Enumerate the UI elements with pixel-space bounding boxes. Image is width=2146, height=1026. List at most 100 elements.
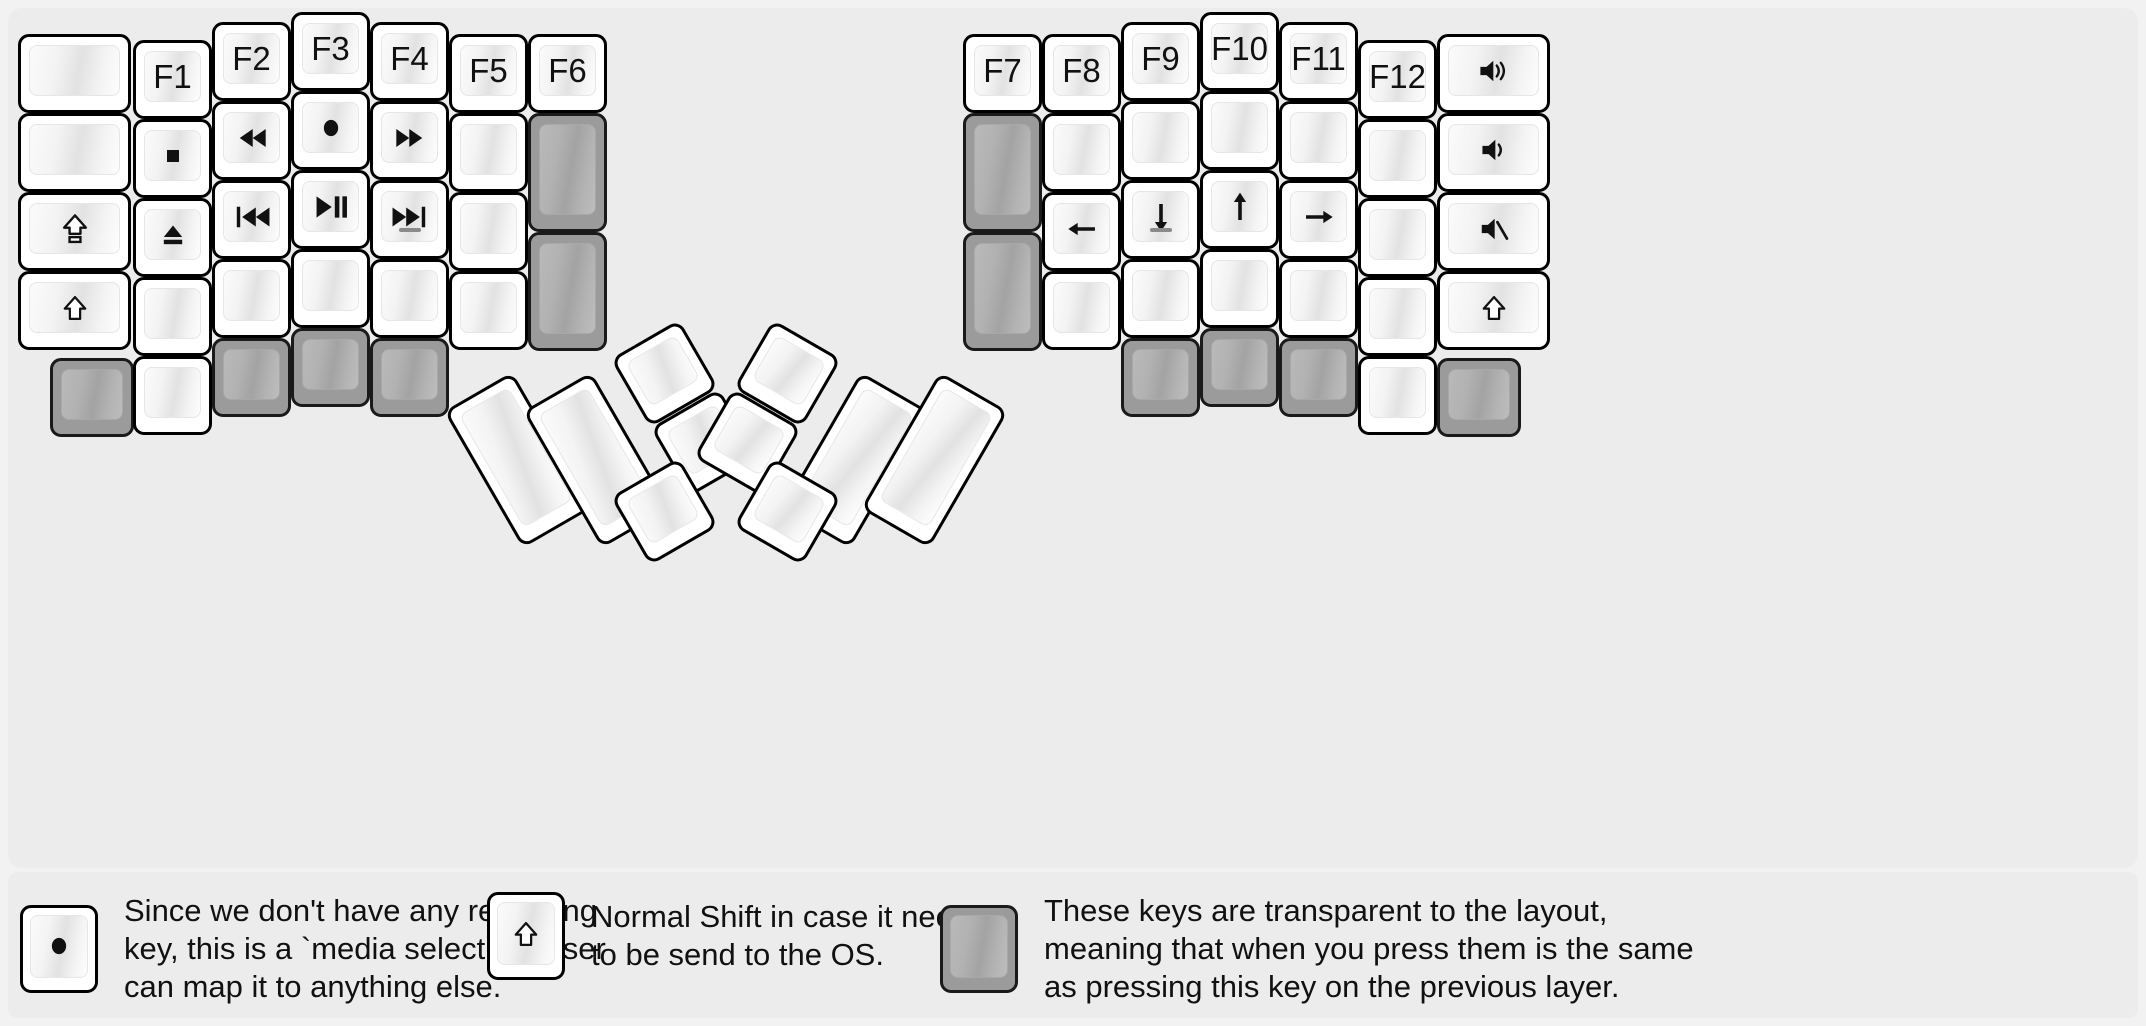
key-r-c5-r2[interactable] — [1279, 101, 1358, 180]
key-l-c7-r1[interactable]: F6 — [528, 34, 607, 113]
key-l-c7-r3[interactable] — [528, 232, 607, 351]
key-r-c4-r5[interactable] — [1200, 328, 1279, 407]
key-r-c4-r2[interactable] — [1200, 91, 1279, 170]
key-r-c7-r5[interactable] — [1437, 358, 1521, 437]
rewind-icon — [234, 120, 270, 156]
key-r-c7-r1[interactable] — [1437, 34, 1550, 113]
key-r-c4-r4[interactable] — [1200, 249, 1279, 328]
keycap-surface — [1132, 270, 1189, 321]
key-l-c4-r5[interactable] — [291, 328, 370, 407]
key-l-c1-r4[interactable] — [18, 271, 131, 350]
keycap-surface — [381, 191, 438, 242]
key-l-c7-r2[interactable] — [528, 113, 607, 232]
keycap-surface — [1211, 102, 1268, 153]
volume-down-icon — [1477, 133, 1511, 167]
key-l-c4-r4[interactable] — [291, 249, 370, 328]
keycap-surface — [1132, 349, 1189, 400]
key-r-c3-r5[interactable] — [1121, 338, 1200, 417]
keycap-surface — [1448, 369, 1510, 420]
key-r-c2-r1[interactable]: F8 — [1042, 34, 1121, 113]
key-r-c3-r3[interactable] — [1121, 180, 1200, 259]
keycap-surface — [144, 209, 201, 260]
fast-forward-icon — [392, 120, 428, 156]
key-l-c4-r1[interactable]: F3 — [291, 12, 370, 91]
key-l-c6-r1[interactable]: F5 — [449, 34, 528, 113]
keycap-surface — [1290, 191, 1347, 242]
key-l-c5-r3[interactable] — [370, 180, 449, 259]
key-r-c3-r4[interactable] — [1121, 259, 1200, 338]
key-l-c6-r2[interactable] — [449, 113, 528, 192]
key-l-c1-r5[interactable] — [50, 358, 134, 437]
legend-shift: Normal Shift in case it needs to be send… — [487, 892, 986, 980]
keycap-surface — [497, 902, 555, 965]
key-label: F5 — [469, 52, 508, 89]
keycap-surface — [1448, 45, 1539, 96]
legend-panel — [8, 872, 2138, 1018]
key-r-c7-r3[interactable] — [1437, 192, 1550, 271]
keycap-surface — [223, 349, 280, 400]
key-label: F1 — [153, 58, 192, 95]
key-r-c6-r4[interactable] — [1358, 277, 1437, 356]
key-label: F9 — [1141, 40, 1180, 77]
keycap-surface — [460, 124, 517, 175]
key-l-c3-r4[interactable] — [212, 259, 291, 338]
key-l-c1-r3[interactable] — [18, 192, 131, 271]
keycap-surface: F9 — [1132, 33, 1189, 84]
key-r-c6-r1[interactable]: F12 — [1358, 40, 1437, 119]
key-r-c2-r2[interactable] — [1042, 113, 1121, 192]
key-r-c2-r4[interactable] — [1042, 271, 1121, 350]
key-r-c1-r2[interactable] — [963, 113, 1042, 232]
keycap-surface — [974, 243, 1031, 334]
key-r-c5-r4[interactable] — [1279, 259, 1358, 338]
keycap-surface: F7 — [974, 45, 1031, 96]
keycap-surface — [460, 203, 517, 254]
key-r-c5-r5[interactable] — [1279, 338, 1358, 417]
key-l-c5-r1[interactable]: F4 — [370, 22, 449, 101]
keycap-surface: F5 — [460, 45, 517, 96]
key-l-c2-r4[interactable] — [133, 277, 212, 356]
key-r-c6-r3[interactable] — [1358, 198, 1437, 277]
key-r-c7-r2[interactable] — [1437, 113, 1550, 192]
key-label: F11 — [1291, 40, 1346, 77]
key-l-c2-r3[interactable] — [133, 198, 212, 277]
key-l-c1-r1[interactable] — [18, 34, 131, 113]
key-r-c6-r5[interactable] — [1358, 356, 1437, 435]
keycap-surface — [1369, 288, 1426, 339]
prev-track-icon — [233, 198, 271, 236]
key-l-c5-r2[interactable] — [370, 101, 449, 180]
key-r-c2-r3[interactable] — [1042, 192, 1121, 271]
key-l-c5-r4[interactable] — [370, 259, 449, 338]
keycap-surface — [302, 260, 359, 311]
caps-lock-icon — [58, 212, 92, 246]
legend-shift-text: Normal Shift in case it needs to be send… — [591, 899, 986, 972]
key-l-c6-r3[interactable] — [449, 192, 528, 271]
keycap-surface — [29, 282, 120, 333]
key-r-c3-r2[interactable] — [1121, 101, 1200, 180]
key-l-c4-r2[interactable] — [291, 91, 370, 170]
key-l-c3-r2[interactable] — [212, 101, 291, 180]
key-r-c6-r2[interactable] — [1358, 119, 1437, 198]
key-l-c1-r2[interactable] — [18, 113, 131, 192]
key-r-c4-r1[interactable]: F10 — [1200, 12, 1279, 91]
key-r-c1-r1[interactable]: F7 — [963, 34, 1042, 113]
key-l-c5-r5[interactable] — [370, 338, 449, 417]
key-r-c5-r1[interactable]: F11 — [1279, 22, 1358, 101]
key-l-c2-r5[interactable] — [133, 356, 212, 435]
key-r-c4-r3[interactable] — [1200, 170, 1279, 249]
key-label: F4 — [390, 40, 429, 77]
key-l-c4-r3[interactable] — [291, 170, 370, 249]
key-l-c3-r3[interactable] — [212, 180, 291, 259]
key-r-c7-r4[interactable] — [1437, 271, 1550, 350]
key-l-c3-r5[interactable] — [212, 338, 291, 417]
key-r-c1-r3[interactable] — [963, 232, 1042, 351]
key-l-c6-r4[interactable] — [449, 271, 528, 350]
homing-bar — [1149, 228, 1172, 232]
keycap-surface — [1211, 181, 1268, 232]
key-l-c2-r1[interactable]: F1 — [133, 40, 212, 119]
key-r-c5-r3[interactable] — [1279, 180, 1358, 259]
key-l-c3-r1[interactable]: F2 — [212, 22, 291, 101]
key-r-c3-r1[interactable]: F9 — [1121, 22, 1200, 101]
key-l-c2-r2[interactable] — [133, 119, 212, 198]
